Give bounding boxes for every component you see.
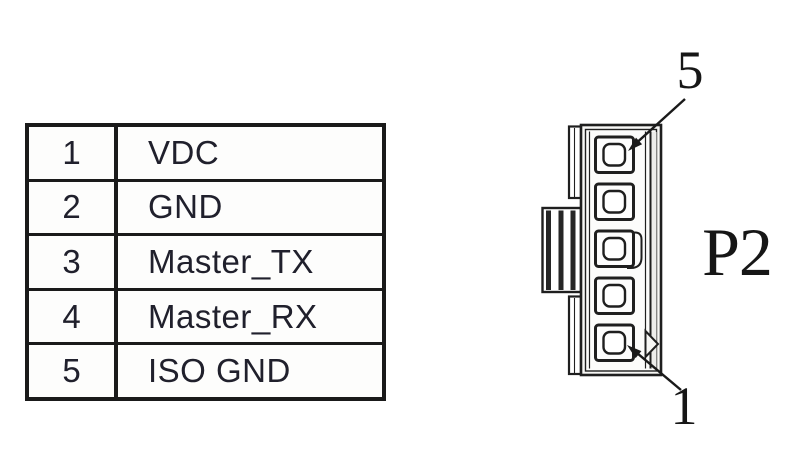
flange-top — [567, 125, 583, 200]
callout-label-pin1: 1 — [671, 376, 698, 436]
polarity-notch — [644, 328, 660, 360]
callout-arrow-pin5 — [628, 98, 686, 151]
flange-bottom — [567, 295, 583, 376]
pin-number-cell: 1 — [29, 127, 118, 179]
pin-table: 1 VDC 2 GND 3 Master_TX 4 Master_RX 5 IS… — [25, 123, 386, 401]
pin-signal-cell: ISO GND — [148, 352, 291, 390]
pin-number-cell: 5 — [29, 345, 118, 397]
connector-designator-label: P2 — [702, 214, 772, 290]
pin-signal-cell: VDC — [148, 133, 220, 171]
table-row: 2 GND — [29, 181, 382, 237]
connector-diagram: 5 1 P2 — [541, 40, 773, 436]
pin-signal-cell: GND — [148, 188, 223, 226]
pin-cavity-5 — [594, 135, 635, 174]
mounting-tab — [541, 206, 583, 294]
table-row: 4 Master_RX — [29, 290, 382, 346]
callout-label-pin5: 5 — [677, 40, 704, 100]
table-row: 3 Master_TX — [29, 236, 382, 291]
pin-cavity-4 — [594, 182, 635, 221]
pin-number-cell: 2 — [29, 181, 118, 234]
pin-signal-cell: Master_RX — [148, 297, 318, 335]
pin3-key-contour — [627, 231, 643, 269]
pin-signal-cell: Master_TX — [148, 242, 314, 280]
table-row: 1 VDC — [29, 127, 382, 182]
table-row: 5 ISO GND — [29, 345, 382, 397]
pin-cavity-2 — [594, 276, 635, 315]
callout-arrow-pin1 — [627, 345, 682, 391]
pin-cavity-1 — [594, 323, 635, 362]
pin-cavity-3 — [594, 229, 643, 269]
pin-number-cell: 4 — [29, 290, 118, 343]
pin-number-cell: 3 — [29, 236, 118, 288]
